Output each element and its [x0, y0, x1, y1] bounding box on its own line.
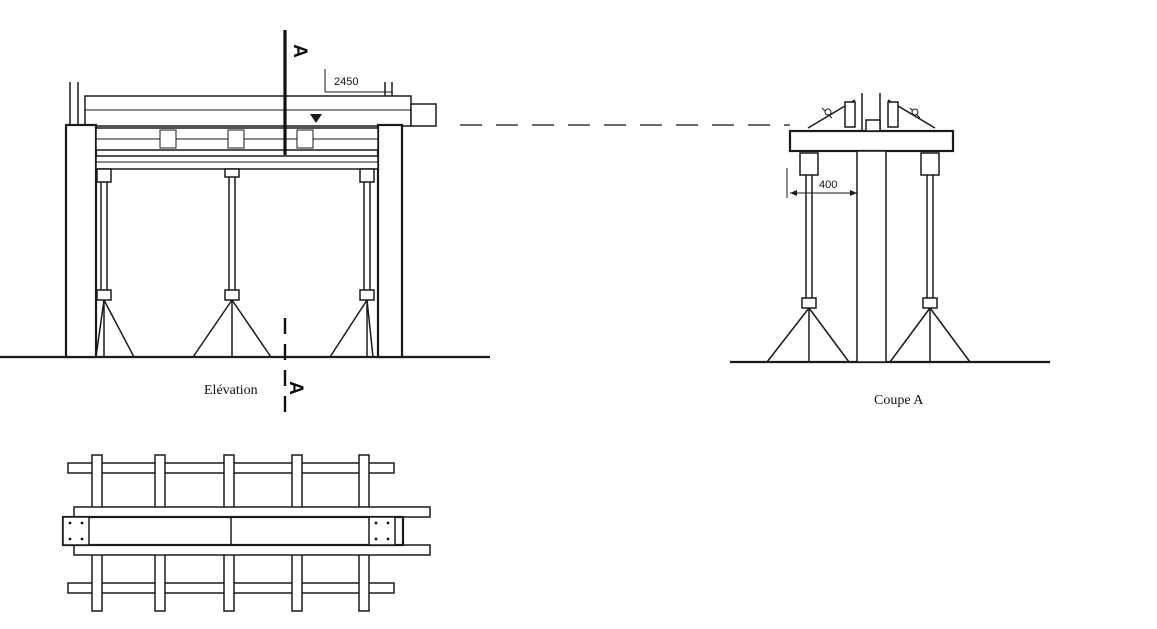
elevation-prop-left [95, 182, 135, 358]
section-prop-right [889, 152, 971, 363]
plan-inner-beam-top [73, 506, 431, 518]
elevation-top-beam [84, 95, 412, 127]
dimension-400-label: 400 [819, 179, 838, 191]
section-cap-beam [788, 129, 955, 153]
section-label: Coupe A [874, 393, 924, 408]
section-central-wall [856, 150, 887, 363]
plan-view [61, 454, 431, 612]
dimension-2450-label: 2450 [334, 76, 359, 88]
elevation-prop-right [329, 182, 375, 358]
section-view [730, 93, 1050, 364]
elevation-right-column [376, 123, 404, 359]
elevation-label: Elévation [204, 383, 258, 398]
section-mark-bottom: A [284, 381, 306, 395]
section-prop-left [766, 152, 850, 363]
plan-inner-beam-bottom [73, 544, 431, 556]
elevation-beam-end [410, 103, 437, 127]
elevation-left-column [64, 123, 98, 359]
section-top-bracket [807, 93, 936, 132]
section-mark-top: A [288, 44, 310, 58]
elevation-view [0, 30, 490, 422]
dimension-2450-arrow [310, 114, 322, 123]
plan-central-box [61, 515, 405, 547]
elevation-prop-center [192, 177, 272, 358]
